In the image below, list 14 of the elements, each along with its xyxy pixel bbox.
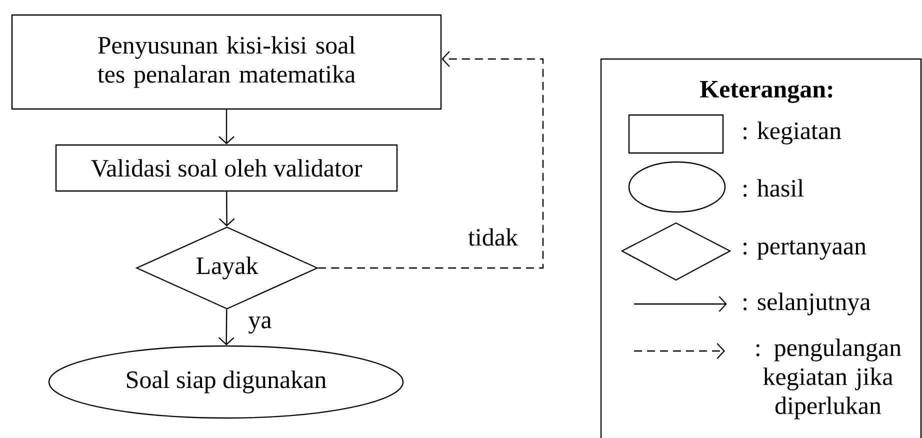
- legend-title: Keterangan:: [700, 81, 832, 103]
- edge-label: ya: [248, 316, 272, 334]
- edge-label: tidak: [468, 228, 518, 246]
- arrow: [218, 309, 234, 346]
- legend-text: : hasil: [744, 179, 804, 197]
- process-box: Penyusunan kisi-kisi soal tes penalaran matematika: [11, 14, 442, 110]
- legend-text: : pengulangan kegiatan jika diperlukan: [756, 338, 902, 420]
- arrow: [218, 110, 234, 144]
- legend-text: : pertanyaan: [744, 240, 866, 260]
- legend-text: : kegiatan: [744, 122, 842, 144]
- arrow: [318, 51, 544, 269]
- arrow: [218, 192, 235, 226]
- legend-text: : selanjutnya: [744, 292, 870, 316]
- process-box: Validasi soal oleh validator: [55, 144, 398, 192]
